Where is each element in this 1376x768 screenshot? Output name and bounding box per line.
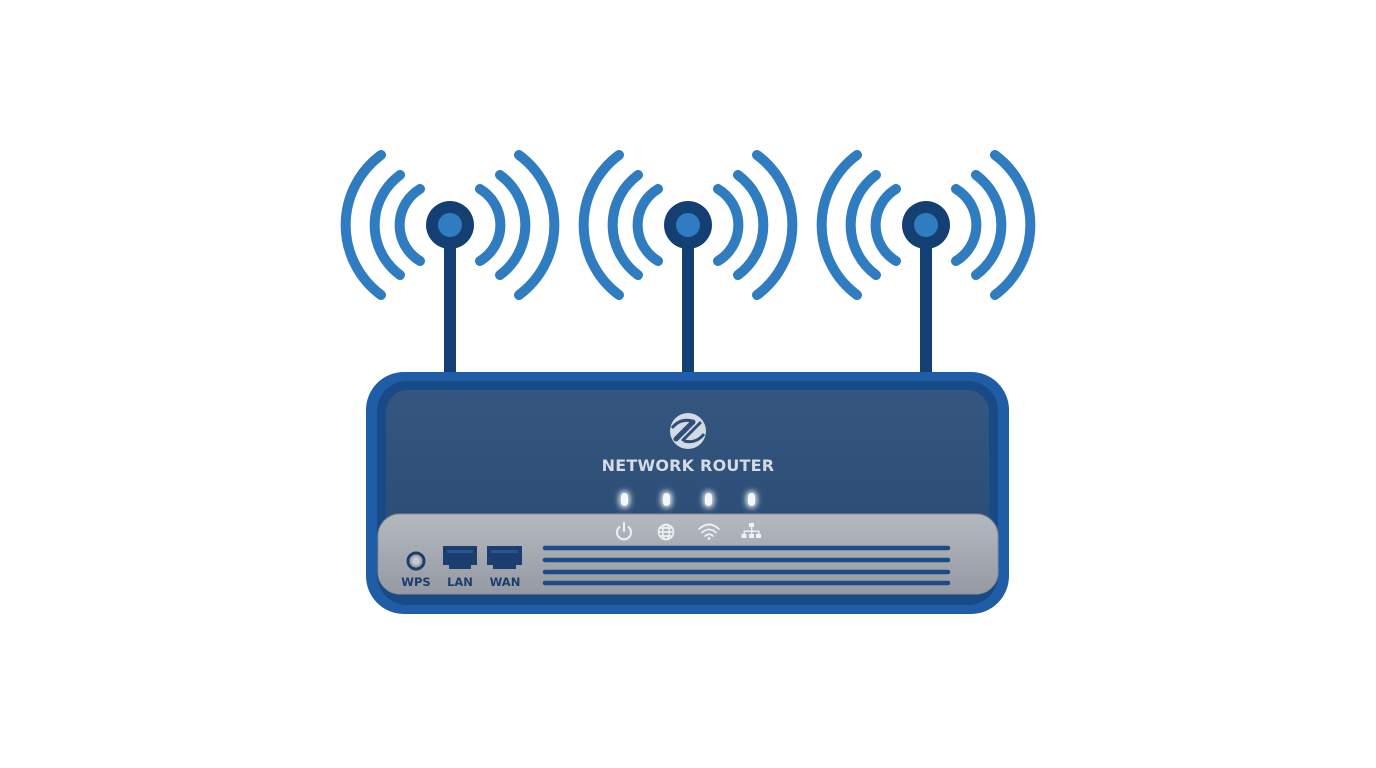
antenna-right <box>816 150 1036 376</box>
lan-label: LAN <box>447 575 473 589</box>
status-led <box>746 491 757 508</box>
status-led <box>619 491 630 508</box>
brand-logo <box>670 413 706 449</box>
signal-waves-icon <box>816 150 1036 300</box>
wps-button[interactable] <box>406 551 426 571</box>
wifi-icon <box>698 523 720 540</box>
network-icon <box>741 523 761 538</box>
antenna-center <box>578 150 798 376</box>
antenna-left <box>340 150 560 376</box>
signal-waves-icon <box>340 150 560 300</box>
status-led <box>703 491 714 508</box>
wan-label: WAN <box>490 575 521 589</box>
lan-port[interactable] <box>443 546 477 569</box>
brand-label: NETWORK ROUTER <box>602 456 775 475</box>
wan-port[interactable] <box>487 546 522 569</box>
signal-waves-icon <box>578 150 798 300</box>
globe-icon <box>657 523 675 541</box>
vent-grille <box>542 545 951 586</box>
wps-label: WPS <box>401 575 430 589</box>
status-leds <box>619 491 757 508</box>
antennas <box>340 150 1036 376</box>
power-icon <box>616 522 632 541</box>
status-led <box>661 491 672 508</box>
